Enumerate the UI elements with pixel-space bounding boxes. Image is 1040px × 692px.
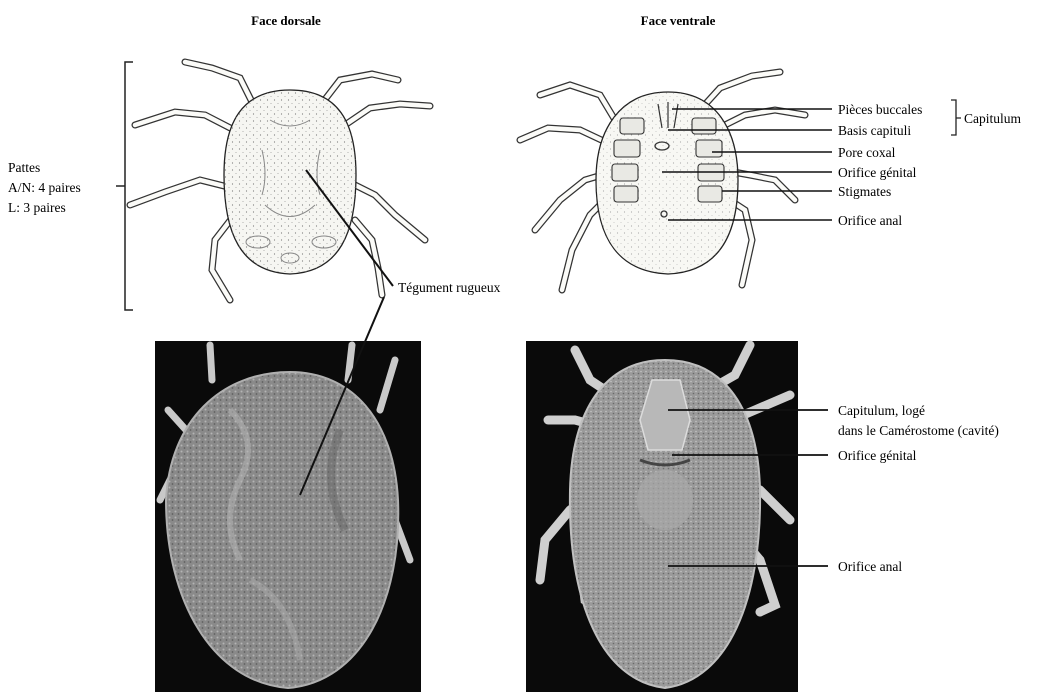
capitulum-brace [951, 100, 961, 135]
heading-face-dorsale: Face dorsale [251, 13, 321, 28]
legs-bracket [125, 62, 133, 310]
label-stigmates: Stigmates [838, 184, 891, 199]
label-pore-coxal: Pore coxal [838, 145, 896, 160]
dorsal-sem-photo [155, 341, 421, 692]
label-orifice-genital-drawing: Orifice génital [838, 165, 917, 180]
label-basis-capituli: Basis capituli [838, 123, 911, 138]
legs-label-line-2: A/N: 4 paires [8, 180, 81, 195]
legs-label-line-1: Pattes [8, 160, 40, 175]
ventral-drawing [520, 72, 805, 290]
legs-label-line-3: L: 3 paires [8, 200, 66, 215]
label-orifice-genital-photo: Orifice génital [838, 448, 917, 463]
label-capitulum-group: Capitulum [964, 111, 1021, 126]
label-capitulum-photo-line-1: Capitulum, logé [838, 403, 925, 418]
heading-face-ventrale: Face ventrale [641, 13, 716, 28]
label-orifice-anal-photo: Orifice anal [838, 559, 902, 574]
label-capitulum-photo-line-2: dans le Camérostome (cavité) [838, 423, 999, 438]
label-pieces-buccales: Pièces buccales [838, 102, 922, 117]
ventral-sem-photo [526, 341, 798, 692]
label-tegument-rugueux: Tégument rugueux [398, 280, 501, 295]
label-orifice-anal-drawing: Orifice anal [838, 213, 902, 228]
dorsal-drawing [130, 62, 430, 300]
